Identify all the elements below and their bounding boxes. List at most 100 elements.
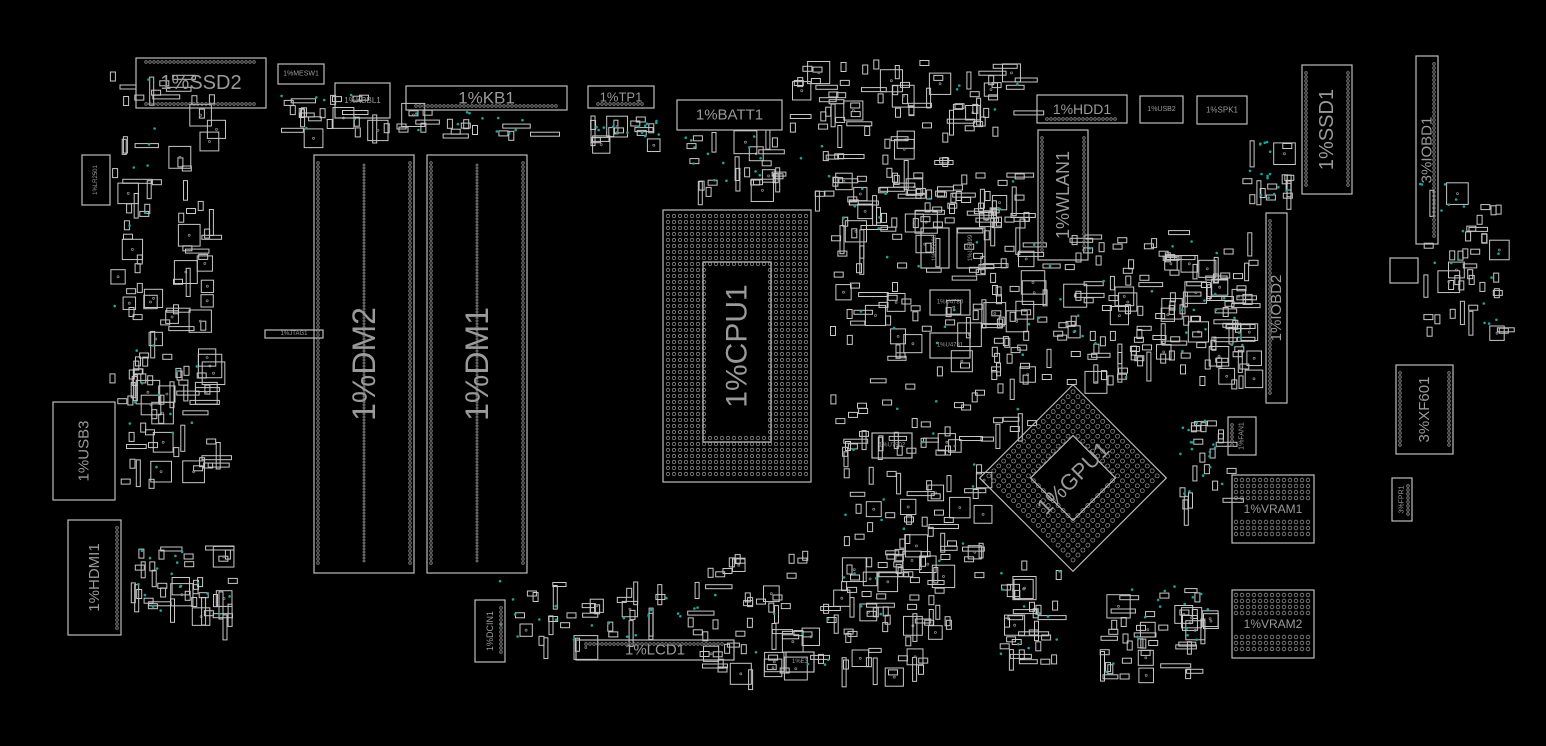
component-kb1[interactable]: 1%KB1	[405, 85, 568, 111]
component-hdd1[interactable]: 1%HDD1	[1036, 94, 1128, 124]
bga-ball	[791, 471, 797, 477]
bga-ball	[791, 231, 797, 237]
bga-ball	[791, 363, 797, 369]
bga-ball	[677, 231, 683, 237]
via	[714, 593, 717, 597]
component-mesw1[interactable]: 1%MESW1	[277, 63, 325, 85]
component-usb3[interactable]: 1%USB3	[52, 401, 116, 501]
component-cpu1[interactable]: 1%CPU1	[662, 209, 812, 483]
bga-ball	[1263, 598, 1269, 604]
bga-ball	[779, 387, 785, 393]
pin	[408, 189, 412, 193]
bga-ball	[767, 471, 773, 477]
bga-ball	[797, 339, 803, 345]
bga-ball	[1011, 458, 1017, 464]
pin	[521, 297, 525, 301]
component-spk1[interactable]: 1%SPK1	[1196, 95, 1248, 125]
component-dcin1[interactable]: 1%DCIN1	[474, 599, 506, 663]
pin	[521, 509, 525, 513]
component-iobd1[interactable]: 3%IOBD1	[1415, 55, 1439, 245]
pin	[1230, 443, 1234, 447]
pin	[475, 340, 479, 344]
bga-ball	[701, 291, 707, 297]
ic-center	[761, 188, 764, 192]
bga-ball	[791, 375, 797, 381]
smd-pad	[1010, 213, 1036, 218]
component-wlan1[interactable]: 1%WLAN1	[1037, 129, 1089, 261]
via	[1259, 142, 1262, 145]
component-ssd1[interactable]: 1%SSD1	[1301, 64, 1353, 195]
bga-ball	[689, 255, 695, 261]
component-kbbl1[interactable]: 1%KBBL1	[334, 82, 391, 119]
component-iobd2[interactable]: 1%IOBD2	[1265, 212, 1288, 404]
pin	[1061, 117, 1065, 121]
component-e3[interactable]: 1%E3	[785, 651, 815, 673]
via	[1059, 298, 1062, 301]
bga-ball	[671, 315, 677, 321]
pin	[499, 618, 503, 622]
component-gpu1[interactable]: 1%GPU1	[978, 383, 1168, 573]
pin	[362, 442, 366, 446]
pin	[518, 104, 522, 108]
smd-pad	[935, 604, 941, 620]
pin	[429, 261, 433, 265]
bga-ball	[791, 381, 797, 387]
pin	[475, 244, 479, 248]
bga-ball	[1115, 493, 1120, 499]
component-u4781[interactable]: 1%U4781	[929, 332, 971, 359]
pin	[1346, 151, 1350, 155]
component-vram1[interactable]: 1%VRAM1	[1231, 474, 1315, 544]
component-vram2[interactable]: 1%VRAM2	[1231, 589, 1315, 659]
pin	[429, 465, 433, 469]
bga-ball	[695, 303, 701, 309]
component-hdmi1[interactable]: 1%HDMI1	[67, 519, 122, 636]
smd-pad	[920, 551, 931, 558]
component-lcd1[interactable]: 1%LCD1	[575, 639, 735, 661]
component-u4780[interactable]: 1%U4780	[929, 289, 971, 316]
smd-pad	[1100, 635, 1118, 641]
bga-ball	[719, 459, 725, 465]
pin	[1268, 223, 1272, 227]
component-fan1[interactable]: 1%FAN1	[1227, 416, 1257, 456]
pin	[475, 205, 479, 209]
bga-ball	[719, 261, 725, 267]
pin	[1082, 180, 1086, 184]
bga-ball	[785, 225, 791, 231]
pin	[475, 298, 479, 302]
bga-ball	[689, 411, 695, 417]
pin	[475, 166, 479, 170]
bga-ball	[986, 473, 992, 479]
pin	[362, 202, 366, 206]
pin	[1268, 331, 1272, 335]
smd-pad	[1186, 668, 1204, 674]
component-batt1[interactable]: 1%BATT1	[676, 99, 783, 131]
component-xf601[interactable]: 3%XF601	[1395, 364, 1454, 455]
pin	[429, 405, 433, 409]
pin	[521, 381, 525, 385]
pin	[316, 525, 320, 529]
smd-pad	[1454, 275, 1461, 286]
pin	[408, 473, 412, 477]
via	[1497, 252, 1500, 255]
bga-ball	[671, 369, 677, 375]
component-jtag1[interactable]: 1%JTAG1	[264, 329, 324, 339]
component-lr2501[interactable]: 1%LR2501	[81, 154, 111, 206]
bga-ball	[773, 459, 779, 465]
component-dm1[interactable]: 1%DM1	[426, 154, 528, 574]
component-fpr1[interactable]: 3%FPR1	[1391, 477, 1413, 522]
pin	[1432, 170, 1436, 174]
component-u5398[interactable]: 1%U5398	[920, 227, 950, 269]
component-ssd2[interactable]: 1%SSD2	[135, 57, 267, 109]
pin	[362, 292, 366, 296]
pin	[429, 437, 433, 441]
component-dm2[interactable]: 1%DM2	[313, 154, 415, 574]
component-u5399[interactable]: 1%U5399	[956, 227, 986, 269]
component-tp1[interactable]: 1%TP1	[587, 85, 655, 109]
pin	[429, 393, 433, 397]
pin	[362, 460, 366, 464]
component-usb2[interactable]: 1%USB2	[1139, 95, 1184, 124]
bga-ball	[683, 453, 689, 459]
component-u7902[interactable]: 1%U7902	[871, 432, 913, 459]
pin	[316, 541, 320, 545]
